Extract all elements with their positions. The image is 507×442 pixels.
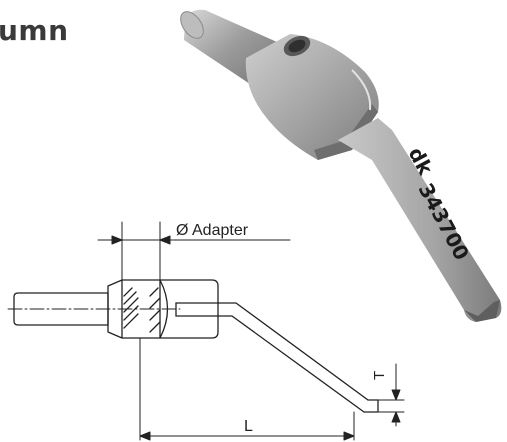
length-dimension bbox=[139, 337, 355, 441]
drawing-blade bbox=[217, 302, 379, 413]
length-label: L bbox=[244, 418, 253, 435]
adapter-label: Ø Adapter bbox=[176, 222, 249, 239]
drawing-adapter-collar bbox=[107, 279, 169, 339]
thickness-label: T bbox=[371, 371, 388, 380]
adapter-dimension bbox=[97, 221, 291, 281]
drawing-shaft bbox=[13, 292, 109, 326]
thickness-dimension bbox=[371, 363, 405, 427]
drawing-body bbox=[159, 279, 219, 339]
photo-body bbox=[245, 34, 379, 160]
page-heading-fragment: umn bbox=[0, 14, 69, 47]
